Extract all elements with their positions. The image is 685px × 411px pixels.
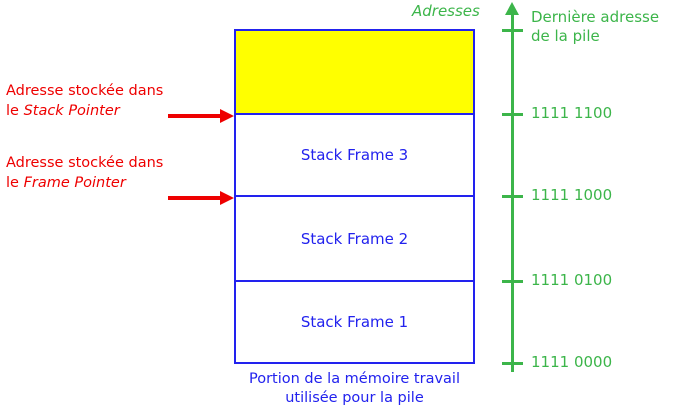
frame-pointer-annotation-prefix: le xyxy=(6,175,24,191)
address-axis-title: Adresses xyxy=(412,2,480,20)
address-tick-1111-1000 xyxy=(502,195,523,198)
address-tick-top xyxy=(502,29,523,32)
address-tick-1111-0100-label: 1111 0100 xyxy=(531,271,613,289)
address-tick-1111-0000-label: 1111 0000 xyxy=(531,353,613,371)
stack-pointer-term: Stack Pointer xyxy=(23,103,120,119)
stack-pointer-annotation: Adresse stockée dans le Stack Pointer xyxy=(6,81,163,121)
stack-cell-frame-2: Stack Frame 2 xyxy=(236,197,473,282)
stack-box-caption: Portion de la mémoire travail utilisée p… xyxy=(214,370,495,408)
stack-cell-frame-3-label: Stack Frame 3 xyxy=(300,146,409,164)
stack-pointer-arrow-shaft xyxy=(168,114,220,118)
address-tick-top-label-line2: de la pile xyxy=(531,27,600,45)
address-tick-1111-0100 xyxy=(502,280,523,283)
frame-pointer-term: Frame Pointer xyxy=(23,175,126,191)
stack-pointer-arrow-head-icon xyxy=(220,109,234,123)
stack-box-caption-line1: Portion de la mémoire travail xyxy=(248,371,460,387)
frame-pointer-annotation-line2: le Frame Pointer xyxy=(6,173,163,193)
address-tick-1111-0000 xyxy=(502,362,523,365)
address-tick-1111-1100-label: 1111 1100 xyxy=(531,104,613,122)
address-axis-line xyxy=(511,12,514,372)
stack-pointer-annotation-prefix: le xyxy=(6,103,24,119)
address-tick-1111-1000-label: 1111 1000 xyxy=(531,186,613,204)
address-axis-arrow-icon xyxy=(505,2,519,15)
frame-pointer-arrow-head-icon xyxy=(220,191,234,205)
stack-cell-frame-1: Stack Frame 1 xyxy=(236,282,473,362)
stack-box-caption-line2: utilisée pour la pile xyxy=(285,390,424,406)
stack-memory-box: Stack Frame 3 Stack Frame 2 Stack Frame … xyxy=(234,29,475,364)
address-tick-1111-1100 xyxy=(502,113,523,116)
stack-cell-frame-2-label: Stack Frame 2 xyxy=(300,229,409,248)
stack-cell-frame-3: Stack Frame 3 xyxy=(236,115,473,197)
frame-pointer-arrow xyxy=(168,191,234,205)
address-tick-top-label: Dernière adresse de la pile xyxy=(531,8,659,46)
stack-pointer-arrow xyxy=(168,109,234,123)
stack-cell-free-space xyxy=(236,31,473,115)
stack-pointer-annotation-line1: Adresse stockée dans xyxy=(6,83,164,99)
stack-cell-frame-1-label: Stack Frame 1 xyxy=(300,313,409,331)
frame-pointer-annotation: Adresse stockée dans le Frame Pointer xyxy=(6,153,163,193)
frame-pointer-annotation-line1: Adresse stockée dans xyxy=(6,155,164,171)
address-tick-top-label-line1: Dernière adresse xyxy=(531,8,660,26)
frame-pointer-arrow-shaft xyxy=(168,196,220,200)
stack-pointer-annotation-line2: le Stack Pointer xyxy=(6,101,163,121)
